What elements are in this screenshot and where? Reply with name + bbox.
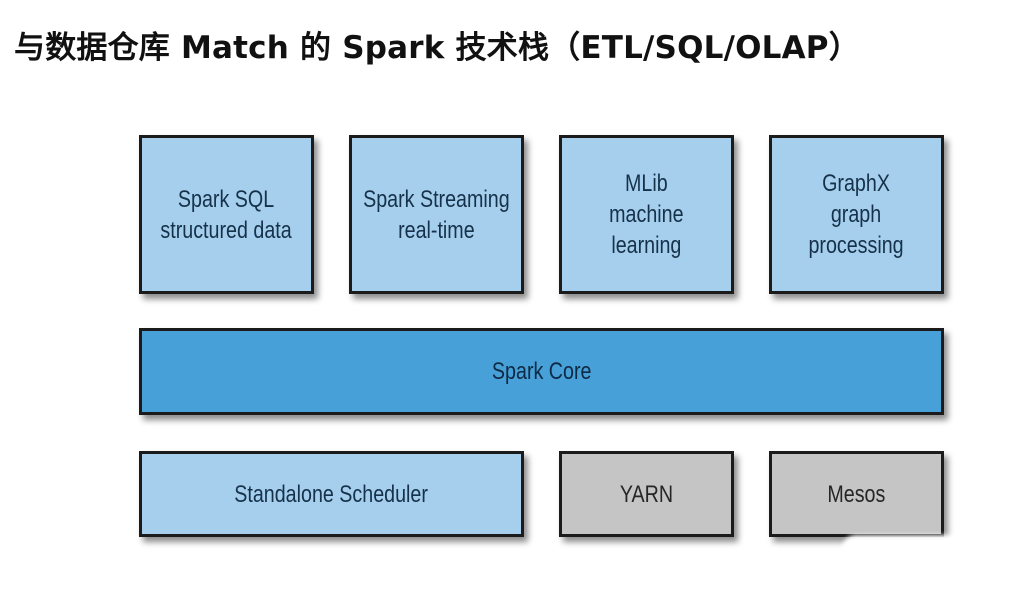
spark-streaming-title: Spark Streaming — [363, 185, 510, 213]
mesos-label: Mesos — [827, 480, 886, 508]
graphx-subtitle-1: graph — [831, 201, 882, 228]
graphx-title: GraphX — [822, 170, 891, 197]
mlib-title: MLib — [625, 170, 668, 197]
spark-core-label: Spark Core — [491, 358, 592, 385]
spark-streaming-box: Spark Streaming real-time — [349, 135, 524, 294]
graphx-box: GraphX graph processing — [769, 135, 944, 294]
mlib-subtitle-2: learning — [611, 232, 682, 259]
spark-sql-subtitle: structured data — [160, 216, 293, 244]
page-title: 与数据仓库 Match 的 Spark 技术栈（ETL/SQL/OLAP） — [14, 30, 860, 66]
spark-streaming-subtitle: real-time — [398, 216, 475, 244]
spark-sql-box: Spark SQL structured data — [139, 135, 314, 294]
watermark-cover — [842, 535, 977, 563]
standalone-scheduler-box: Standalone Scheduler — [139, 451, 524, 537]
yarn-label: YARN — [619, 480, 674, 508]
spark-core-box: Spark Core — [139, 328, 944, 415]
spark-sql-title: Spark SQL — [178, 185, 275, 213]
yarn-box: YARN — [559, 451, 734, 537]
mlib-box: MLib machine learning — [559, 135, 734, 294]
graphx-subtitle-2: processing — [808, 232, 905, 259]
standalone-scheduler-label: Standalone Scheduler — [234, 480, 429, 508]
mlib-subtitle-1: machine — [609, 201, 684, 228]
mesos-box: Mesos — [769, 451, 944, 537]
